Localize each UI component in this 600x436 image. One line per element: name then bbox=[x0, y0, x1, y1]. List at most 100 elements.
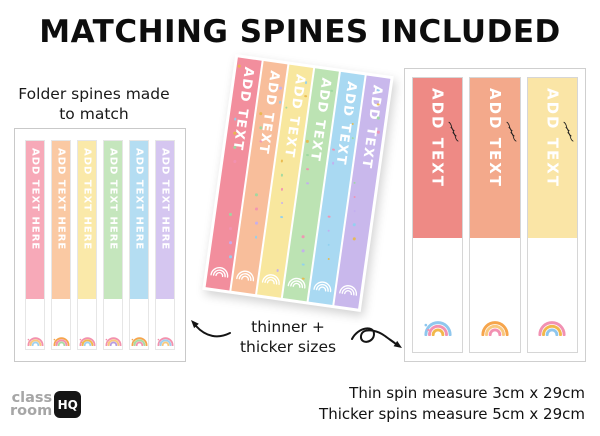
measurements: Thin spin measure 3cm x 29cm Thicker spi… bbox=[319, 383, 585, 426]
spine-label: ADD TEXT HERE bbox=[55, 148, 67, 251]
rainbow-icon bbox=[481, 321, 509, 336]
logo-wordmark: class room bbox=[10, 390, 53, 419]
scribble-icon bbox=[563, 121, 574, 142]
left-caption: Folder spines made to match bbox=[16, 84, 172, 124]
confetti-dot bbox=[278, 86, 282, 90]
thin-measurement: Thin spin measure 3cm x 29cm bbox=[349, 384, 585, 402]
confetti-dot bbox=[306, 167, 310, 171]
confetti-dot bbox=[331, 147, 335, 151]
confetti-dot bbox=[327, 243, 331, 247]
spine-label: ADD TEXT HERE bbox=[29, 148, 41, 251]
confetti-dot bbox=[306, 181, 310, 185]
confetti-dot bbox=[304, 94, 308, 98]
confetti-dot bbox=[254, 235, 258, 239]
left-caption-line1: Folder spines made bbox=[18, 85, 170, 103]
rainbow-icon bbox=[104, 337, 122, 346]
thick-folder-spine: ADD TEXT bbox=[526, 77, 578, 353]
spine-label: ADD TEXT HERE bbox=[107, 148, 119, 251]
rainbow-icon bbox=[210, 266, 229, 278]
confetti-dot bbox=[327, 229, 331, 233]
confetti-dot bbox=[301, 249, 305, 253]
rainbow-icon bbox=[78, 337, 96, 346]
logo-word-bottom: room bbox=[10, 403, 53, 419]
confetti-dot bbox=[233, 145, 237, 149]
confetti-dot bbox=[229, 227, 233, 231]
rainbow-icon bbox=[339, 285, 357, 296]
page-title: MATCHING SPINES INCLUDED bbox=[39, 14, 561, 50]
thick-folder-spine: ADD TEXT bbox=[469, 77, 521, 353]
rainbow-icon bbox=[261, 274, 280, 286]
rainbow-icon bbox=[236, 270, 254, 282]
thin-folder-spine: ADD TEXT HERE bbox=[51, 140, 71, 350]
thin-spines-box: ADD TEXT HERE ADD TEXT HERE ADD TEXT HERE A… bbox=[14, 128, 186, 362]
rainbow-icon bbox=[424, 321, 452, 336]
thin-folder-spine: ADD TEXT HERE bbox=[129, 140, 149, 350]
size-note-line1: thinner + bbox=[251, 318, 325, 336]
confetti-dot bbox=[352, 223, 356, 227]
thick-folder-spine: ADD TEXT bbox=[412, 77, 464, 353]
confetti-dot bbox=[276, 268, 279, 272]
confetti-dot bbox=[376, 102, 380, 106]
confetti-dot bbox=[229, 241, 233, 245]
wide-folder-spine: ADD TEXT bbox=[308, 71, 365, 305]
spine-label: ADD TEXT bbox=[543, 88, 562, 189]
thick-spine-row: ADD TEXT ADD TEXT ADD TEXT bbox=[412, 77, 578, 353]
confetti-dot bbox=[280, 215, 284, 219]
confetti-dot bbox=[280, 159, 284, 163]
confetti-dot bbox=[237, 64, 241, 68]
spine-label: ADD TEXT HERE bbox=[81, 148, 93, 251]
thick-spines-box: ADD TEXT ADD TEXT ADD TEXT bbox=[404, 68, 586, 362]
confetti-dot bbox=[254, 221, 258, 225]
confetti-dot bbox=[352, 237, 356, 241]
confetti-dot bbox=[376, 130, 380, 134]
rainbow-icon bbox=[313, 281, 332, 293]
logo-word-top: class bbox=[11, 390, 53, 406]
spine-label: ADD TEXT HERE bbox=[133, 148, 145, 251]
scribble-icon bbox=[448, 121, 459, 142]
spine-label: ADD TEXT bbox=[485, 88, 504, 189]
wide-folder-spine: ADD TEXT bbox=[231, 61, 288, 295]
rainbow-icon bbox=[26, 337, 44, 346]
confetti-dot bbox=[327, 257, 331, 261]
arrow-to-right-box-icon bbox=[351, 327, 402, 348]
confetti-dot bbox=[229, 213, 233, 217]
thin-folder-spine: ADD TEXT HERE bbox=[77, 140, 97, 350]
rainbow-icon bbox=[52, 337, 70, 346]
confetti-dot bbox=[233, 159, 237, 163]
confetti-dot bbox=[280, 173, 284, 177]
size-note-line2: thicker sizes bbox=[239, 338, 337, 357]
confetti-dot bbox=[280, 201, 284, 205]
scribble-icon bbox=[506, 121, 517, 142]
confetti-dot bbox=[229, 255, 233, 259]
spine-label: ADD TEXT bbox=[428, 88, 447, 189]
thin-folder-spine: ADD TEXT HERE bbox=[25, 140, 45, 350]
confetti-dot bbox=[353, 195, 356, 199]
size-note: thinner + thicker sizes bbox=[222, 317, 354, 357]
logo-badge: HQ bbox=[54, 391, 82, 418]
thick-measurement: Thicker spins measure 5cm x 29cm bbox=[319, 405, 585, 424]
confetti-dot bbox=[306, 139, 310, 143]
wide-folder-spine: ADD TEXT bbox=[257, 64, 314, 298]
thin-folder-spine: ADD TEXT HERE bbox=[103, 140, 123, 350]
confetti-dot bbox=[254, 193, 258, 197]
brand-logo: class room HQ bbox=[10, 390, 82, 419]
confetti-dot bbox=[254, 207, 258, 211]
rainbow-icon bbox=[130, 337, 148, 346]
confetti-dot bbox=[327, 215, 331, 219]
confetti-dot bbox=[351, 136, 355, 140]
left-caption-line2: to match bbox=[59, 105, 129, 124]
wide-folder-spine: ADD TEXT bbox=[205, 57, 262, 291]
confetti-dot bbox=[301, 235, 305, 239]
confetti-dot bbox=[353, 181, 357, 185]
confetti-dot bbox=[259, 126, 263, 129]
confetti-dot bbox=[353, 209, 356, 213]
confetti-dot bbox=[304, 80, 308, 84]
wide-folder-spine: ADD TEXT bbox=[334, 75, 391, 309]
wide-folder-spine: ADD TEXT bbox=[282, 68, 339, 302]
confetti-dot bbox=[259, 111, 263, 115]
spine-label: ADD TEXT bbox=[358, 84, 385, 171]
confetti-dot bbox=[278, 100, 282, 104]
rainbow-icon bbox=[156, 337, 174, 346]
confetti-dot bbox=[301, 263, 305, 267]
